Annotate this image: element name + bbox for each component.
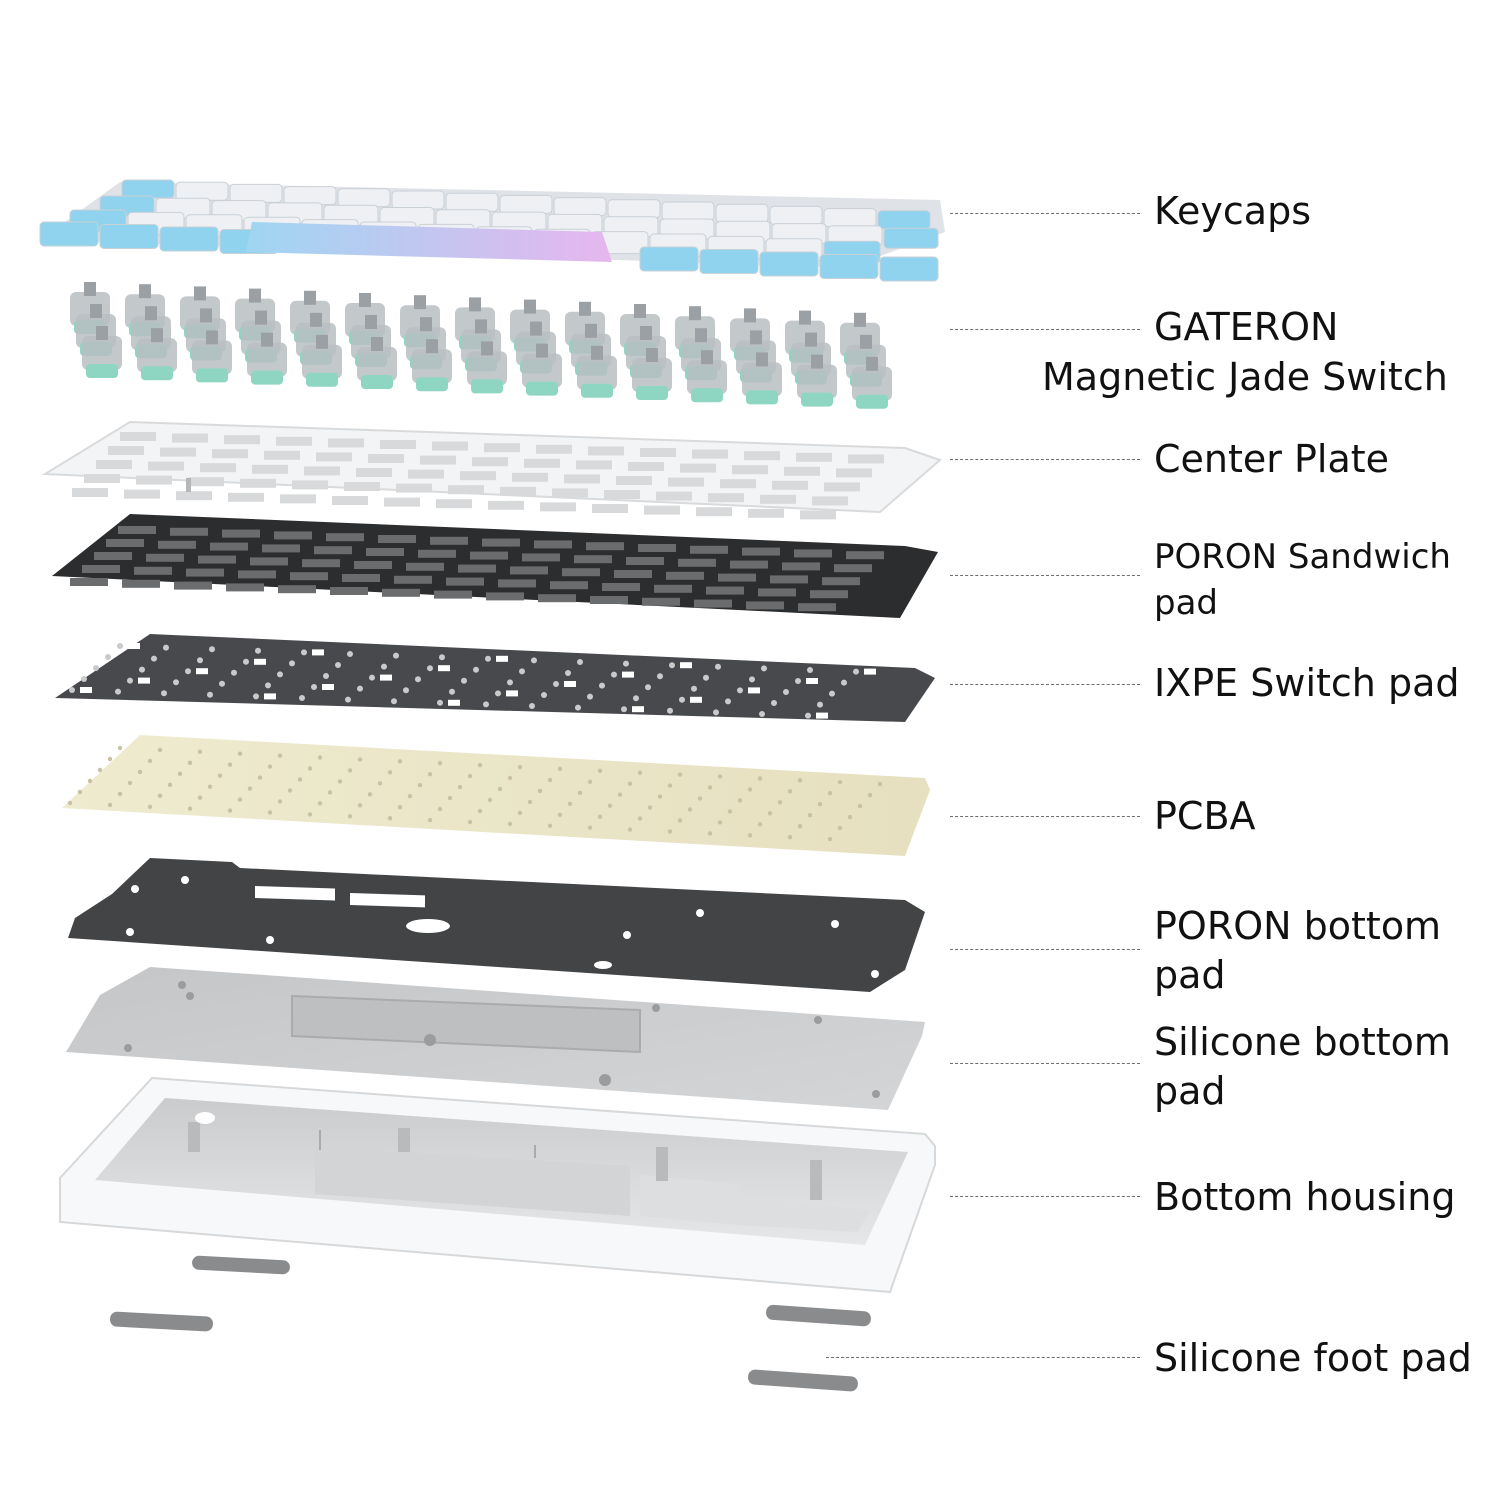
- keycap: [607, 199, 661, 219]
- foot-pad-bottom-right: [748, 1369, 858, 1392]
- switch: [742, 352, 782, 405]
- keycap: [283, 186, 337, 206]
- leader-bottom-housing: [950, 1196, 1140, 1197]
- keycap: [769, 205, 823, 225]
- keycap: [879, 256, 939, 282]
- keycap: [175, 181, 229, 201]
- keycap: [715, 203, 769, 223]
- leader-center-plate: [950, 459, 1140, 460]
- keycap: [823, 208, 877, 228]
- switch: [522, 343, 562, 396]
- foot-pads: [110, 1255, 871, 1392]
- keycap: [229, 183, 283, 203]
- leader-pcba: [950, 816, 1140, 817]
- spacebar-keycap: [246, 222, 612, 262]
- leader-switch: [950, 329, 1140, 330]
- label-keycaps: Keycaps: [1154, 189, 1311, 233]
- label-ixpe: IXPE Switch pad: [1154, 661, 1460, 705]
- switch: [247, 332, 287, 385]
- keycap: [553, 197, 607, 217]
- switch: [137, 328, 177, 381]
- foot-pad-top-left: [192, 1255, 290, 1275]
- keycap: [639, 246, 699, 272]
- keycaps-layer: [39, 179, 945, 282]
- keycap: [499, 194, 553, 214]
- switch: [412, 339, 452, 392]
- switch: [302, 334, 342, 387]
- switch: [192, 330, 232, 383]
- switch: [852, 356, 892, 409]
- label-pcba: PCBA: [1154, 794, 1256, 838]
- label-switch: GATERON Magnetic Jade Switch: [1042, 305, 1448, 399]
- label-foot-pad: Silicone foot pad: [1154, 1336, 1472, 1380]
- label-poron-bottom: PORON bottom pad: [1154, 904, 1442, 997]
- switches-layer: [70, 282, 892, 409]
- bottom-housing-layer: [59, 1076, 936, 1294]
- poron-bottom-layer: [68, 858, 925, 992]
- keycap: [39, 221, 99, 247]
- leader-keycaps: [950, 213, 1140, 214]
- keycap: [819, 254, 879, 279]
- label-silicone-bottom: Silicone bottom pad: [1154, 1020, 1451, 1113]
- leader-ixpe: [950, 684, 1140, 685]
- keycap: [99, 224, 159, 249]
- keycap: [759, 251, 819, 277]
- leader-silicone-bottom: [950, 1063, 1140, 1064]
- switch: [467, 341, 507, 394]
- leader-foot-pad: [826, 1357, 1140, 1358]
- keycap: [337, 188, 391, 208]
- keycap: [699, 249, 759, 274]
- leader-poron-sandwich: [950, 575, 1140, 576]
- switch: [82, 326, 122, 378]
- keycap: [877, 210, 931, 230]
- foot-pad-top-right: [766, 1304, 871, 1327]
- poron-sandwich-layer: [52, 514, 938, 618]
- silicone-bottom-layer: [66, 967, 925, 1110]
- switch: [357, 337, 397, 389]
- switch: [797, 354, 837, 407]
- keycap: [661, 201, 715, 221]
- foot-pad-bottom-left: [110, 1311, 213, 1332]
- switch: [687, 350, 727, 403]
- keycap: [883, 227, 939, 249]
- leader-poron-bottom: [950, 949, 1140, 950]
- pcba-layer: [62, 735, 930, 856]
- keycap: [159, 226, 219, 252]
- label-center-plate: Center Plate: [1154, 437, 1390, 481]
- switch: [577, 345, 617, 398]
- switch: [632, 348, 672, 400]
- ixpe-layer: [55, 634, 935, 722]
- label-poron-sandwich: PORON Sandwich pad: [1154, 537, 1451, 623]
- label-bottom-housing: Bottom housing: [1154, 1175, 1456, 1219]
- keycap: [391, 190, 445, 210]
- keycap: [121, 179, 175, 199]
- keycap: [445, 192, 499, 212]
- center-plate-layer: [41, 420, 942, 520]
